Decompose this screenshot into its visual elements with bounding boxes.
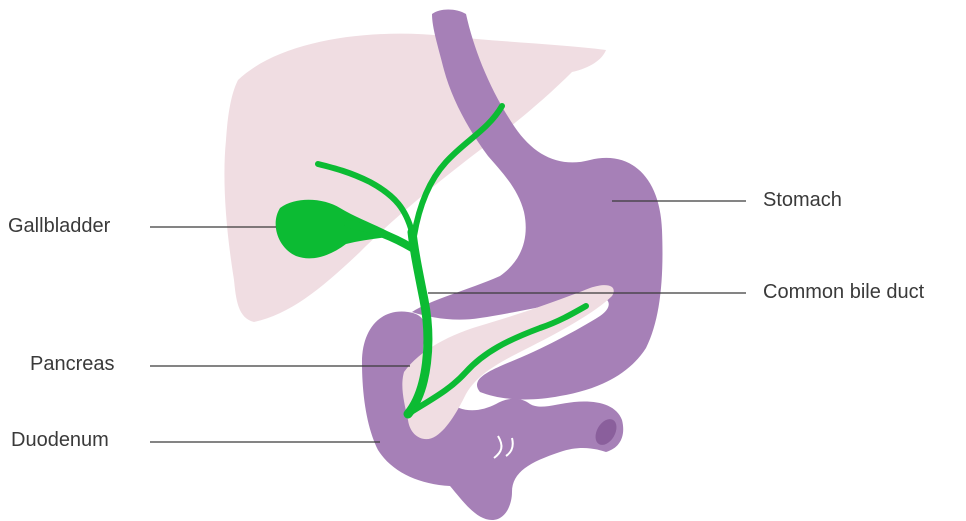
label-gallbladder: Gallbladder — [8, 214, 110, 238]
label-common-bile-duct: Common bile duct — [763, 280, 924, 304]
label-duodenum: Duodenum — [11, 428, 109, 452]
label-stomach: Stomach — [763, 188, 842, 212]
label-pancreas: Pancreas — [30, 352, 115, 376]
